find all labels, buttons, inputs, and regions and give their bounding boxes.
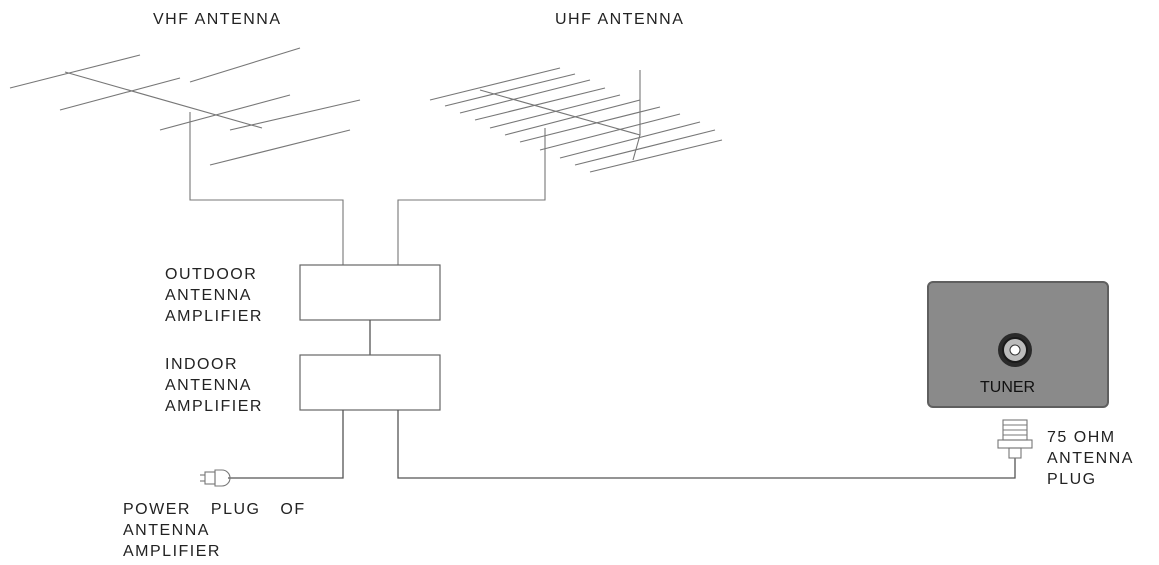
power-plug-label: POWER PLUG OF ANTENNA AMPLIFIER: [123, 500, 306, 562]
coax-plug-icon: [997, 419, 1033, 459]
antenna-plug-label: 75 OHM ANTENNA PLUG: [1047, 428, 1134, 490]
indoor-amplifier-box: [299, 354, 441, 411]
indoor-label-line-2: ANTENNA: [165, 376, 252, 394]
coax-cable-line: [397, 410, 1016, 479]
power-label-line-3: AMPLIFIER: [123, 542, 221, 560]
outdoor-label-line-1: OUTDOOR: [165, 266, 258, 283]
indoor-amplifier-label: INDOOR ANTENNA AMPLIFIER: [165, 355, 263, 417]
outdoor-label-line-2: ANTENNA: [165, 286, 252, 304]
tuner-label: TUNER: [980, 379, 1036, 396]
outdoor-amplifier-box: [299, 264, 441, 321]
uhf-antenna-icon: [397, 67, 723, 265]
uhf-antenna-label: UHF ANTENNA: [555, 11, 685, 28]
plug-label-line-3: PLUG: [1047, 470, 1097, 488]
plug-label-line-2: ANTENNA: [1047, 449, 1134, 467]
power-label-line-2: ANTENNA: [123, 521, 210, 539]
power-cable-line: [228, 410, 344, 479]
vhf-antenna-label: VHF ANTENNA: [153, 11, 282, 28]
power-label-line-1: POWER PLUG OF: [123, 501, 306, 518]
power-plug-icon: [200, 469, 231, 487]
indoor-label-line-3: AMPLIFIER: [165, 397, 263, 415]
vhf-antenna-icon: [9, 47, 361, 265]
outdoor-label-line-3: AMPLIFIER: [165, 307, 263, 325]
plug-label-line-1: 75 OHM: [1047, 429, 1116, 446]
outdoor-amplifier-label: OUTDOOR ANTENNA AMPLIFIER: [165, 265, 263, 327]
antenna-socket-icon: [998, 333, 1032, 367]
indoor-label-line-1: INDOOR: [165, 356, 238, 373]
